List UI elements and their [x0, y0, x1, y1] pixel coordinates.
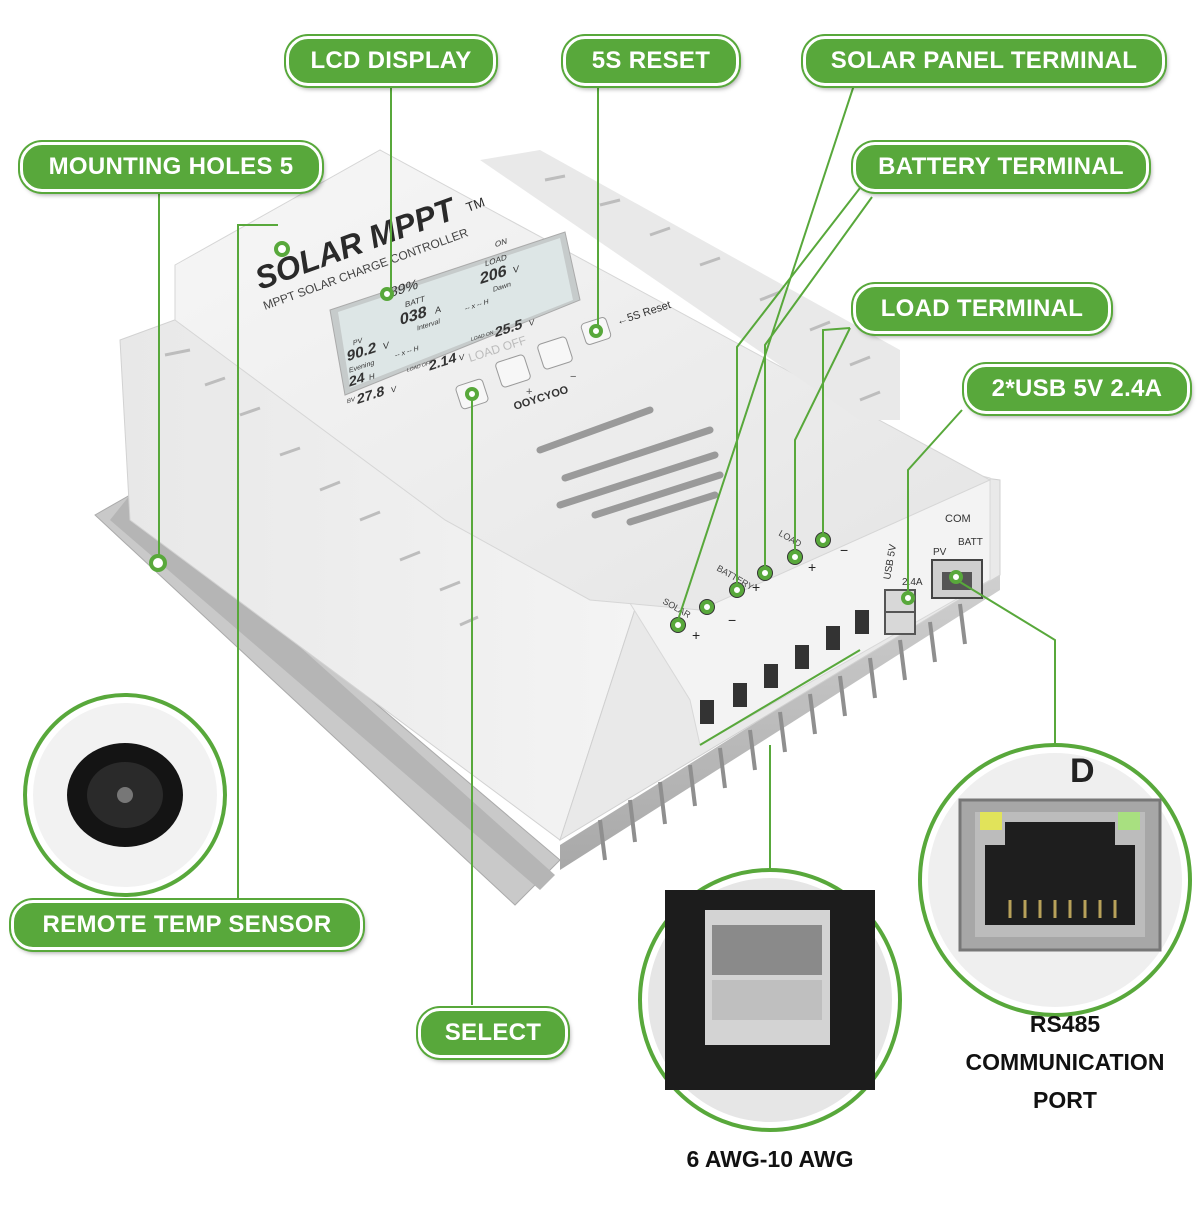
mounting-hole [149, 554, 167, 572]
body-top-right-rail [480, 150, 900, 420]
lcd-pv-label: PV [353, 336, 363, 347]
key-plus[interactable] [495, 354, 532, 388]
batt-silk: BATT [958, 537, 983, 548]
lcd-dawn-h: 24 [349, 370, 365, 391]
lcd-load-unit: V [513, 263, 520, 275]
label-lcd-display: LCD DISPLAY [286, 36, 496, 86]
brand-tm: TM [464, 194, 487, 215]
label-rs485-line3: PORT [1033, 1087, 1097, 1113]
vent-slots [536, 406, 724, 526]
lcd-load-on-unit: V [529, 317, 535, 328]
label-rs485: RS485 COMMUNICATION PORT [935, 1005, 1195, 1119]
label-select: SELECT [418, 1008, 568, 1058]
sign-plus-load: + [808, 559, 816, 575]
label-reset: 5S RESET [563, 36, 739, 86]
label-usb: 2*USB 5V 2.4A [964, 364, 1190, 414]
usb-silk-2: 2.4A [902, 577, 923, 588]
label-awg: 6 AWG-10 AWG [686, 1146, 854, 1172]
lcd-bv-label: BV [347, 396, 356, 406]
inset-wire-clamp [638, 868, 902, 1132]
lcd-pv-unit: V [383, 340, 390, 352]
fin-ridges [598, 603, 967, 861]
label-rs485-line1: RS485 [1029, 1011, 1101, 1037]
label-battery-terminal: BATTERY TERMINAL [853, 142, 1149, 192]
mounting-plate-edge [110, 495, 555, 890]
lcd-batt-current-unit: A [435, 304, 442, 316]
pv-silk: PV [933, 547, 947, 558]
key-plus-label: + [526, 386, 532, 398]
remote-temp-sensor-jack [274, 241, 290, 257]
sign-minus-load: − [840, 542, 848, 558]
label-solar-terminal: SOLAR PANEL TERMINAL [803, 36, 1165, 86]
sign-plus-battery: + [752, 579, 760, 595]
inset-temp-sensor [23, 693, 227, 897]
side-rail-ticks [164, 174, 881, 627]
lcd-bv-unit: V [391, 384, 397, 395]
com-silk: COM [945, 513, 971, 525]
label-rs485-line2: COMMUNICATION [965, 1049, 1165, 1075]
label-remote-temp: REMOTE TEMP SENSOR [11, 900, 363, 950]
lcd-dawn-h-unit: H [369, 371, 375, 382]
key-minus[interactable] [537, 336, 574, 370]
terminal-wire-slots [700, 610, 869, 724]
lcd-on: ON [495, 237, 507, 250]
sign-minus-solar: − [728, 612, 736, 628]
usb-port-2[interactable] [884, 611, 916, 635]
callout-dots [380, 287, 963, 632]
key-minus-label: − [570, 371, 576, 383]
label-mounting-holes: MOUNTING HOLES 5 [20, 142, 322, 192]
body-top [174, 149, 992, 611]
sign-plus-solar: + [692, 627, 700, 643]
lcd-load-off-unit: V [459, 352, 465, 363]
inset-rj45: D [918, 743, 1192, 1017]
inset-rj45-text: D [1070, 752, 1095, 790]
label-load-terminal: LOAD TERMINAL [853, 284, 1111, 334]
leader-lines [158, 81, 1056, 1005]
